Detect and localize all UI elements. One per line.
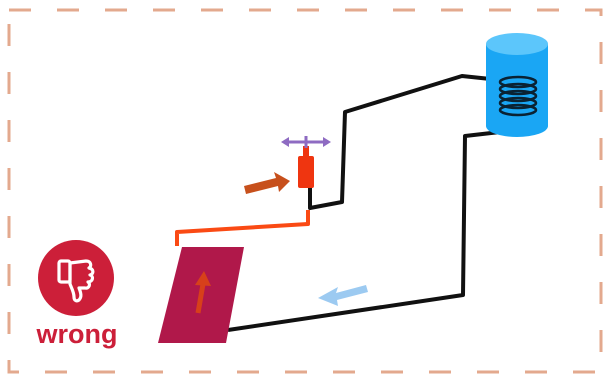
heat-exchanger-coil <box>498 75 538 117</box>
hot-flow-arrow <box>244 172 290 194</box>
supply-pipe-to-tank <box>308 74 501 210</box>
cold-flow-arrow <box>318 285 368 306</box>
valve <box>281 136 331 188</box>
dashed-frame <box>7 8 603 374</box>
hot-supply-pipe <box>175 210 310 246</box>
verdict-label: wrong <box>36 319 118 349</box>
cold-return-pipe <box>227 130 501 332</box>
thumbs-down-icon <box>57 259 95 303</box>
wrong-badge <box>38 240 114 316</box>
storage-tank <box>486 33 548 137</box>
collector-flow-arrow <box>195 271 211 314</box>
